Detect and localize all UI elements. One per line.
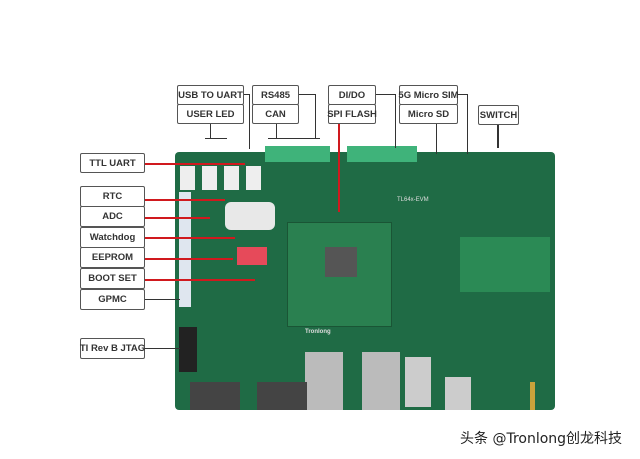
gpmc-header — [179, 192, 191, 307]
label-switch: SWITCH — [478, 105, 519, 125]
processor-chip — [325, 247, 357, 277]
ethernet-port — [362, 352, 400, 410]
usb-port — [445, 377, 471, 410]
label-micro-sd: Micro SD — [399, 104, 458, 124]
usb-port — [405, 357, 431, 407]
label-rtc: RTC — [80, 186, 145, 207]
label-usb-to-uart: USB TO UART — [177, 85, 244, 105]
board-brand-text: Tronlong — [305, 329, 331, 335]
serial-connector — [257, 382, 307, 410]
label-user-led: USER LED — [177, 104, 244, 124]
serial-connector — [190, 382, 240, 410]
label-ti-rev-b-jtag: TI Rev B JTAG — [80, 338, 145, 359]
m2-slot — [460, 237, 550, 292]
label-boot-set: BOOT SET — [80, 268, 145, 289]
ethernet-port — [305, 352, 343, 410]
label-rs485: RS485 — [252, 85, 299, 105]
label-eeprom: EEPROM — [80, 247, 145, 268]
label-gpmc: GPMC — [80, 289, 145, 310]
label-adc: ADC — [80, 206, 145, 227]
rtc-battery — [225, 202, 275, 230]
boot-dip-switch — [237, 247, 267, 265]
label-di-do: DI/DO — [328, 85, 376, 105]
terminal-block — [265, 146, 330, 162]
label-ttl-uart: TTL UART — [80, 153, 145, 173]
evm-board-photo: TL64x-EVM Tronlong — [175, 146, 555, 410]
antenna — [530, 382, 535, 410]
watermark: 头条 @Tronlong创龙科技 — [460, 431, 623, 447]
board-model-text: TL64x-EVM — [397, 197, 429, 203]
label-5g-micro-sim: 5G Micro SIM — [398, 85, 459, 105]
label-spi-flash: SPI FLASH — [327, 104, 377, 124]
ttl-uart-connectors — [180, 166, 265, 190]
label-can: CAN — [252, 104, 299, 124]
terminal-block — [347, 146, 417, 162]
label-watchdog: Watchdog — [80, 227, 145, 248]
jtag-header — [179, 327, 197, 372]
